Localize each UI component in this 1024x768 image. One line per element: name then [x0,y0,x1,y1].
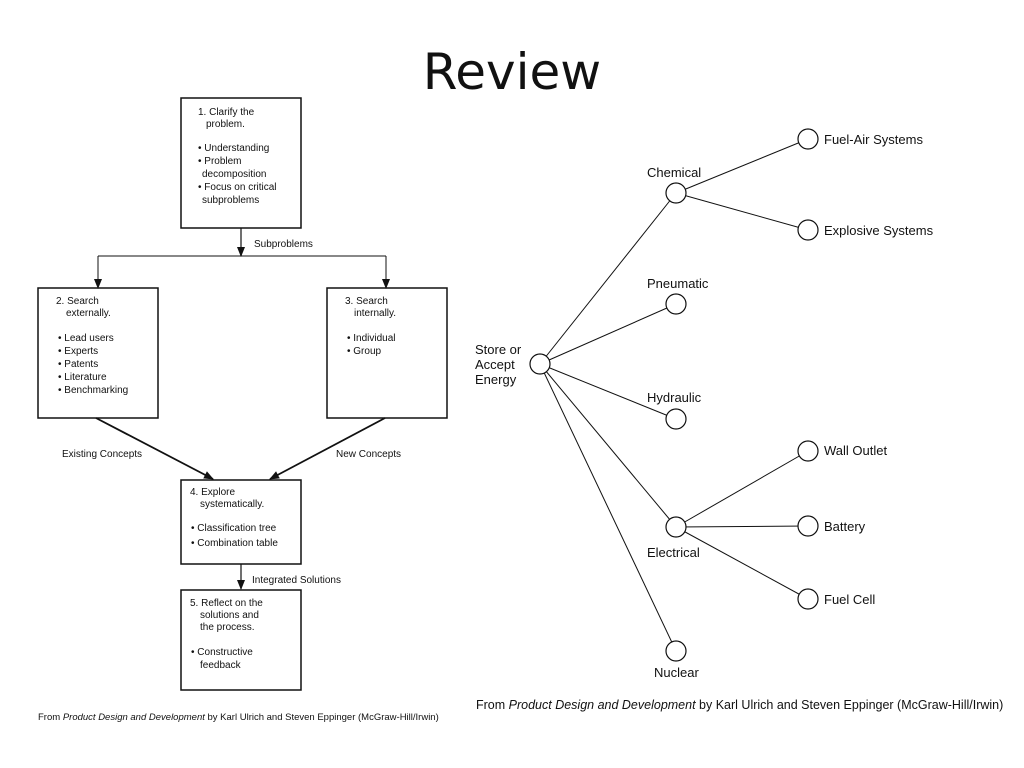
connector-existing-concepts [95,417,214,480]
box3-text: 3. Search internally. • Individual • Gro… [345,296,399,357]
connector-new-concepts [269,417,386,480]
caption-book-title: Product Design and Development [62,712,205,723]
node-electrical [665,516,687,538]
label-integrated-solutions: Integrated Solutions [252,575,341,586]
node-hydraulic [665,408,687,430]
box1-text: 1. Clarify the problem. • Understanding … [198,107,279,206]
node-fuel-cell [797,588,819,610]
edge-electrical-wall-outlet [675,450,809,528]
caption-suffix: by Karl Ulrich and Steven Eppinger (McGr… [204,712,439,723]
label-wall-outlet: Wall Outlet [824,443,887,458]
edge-chemical-explosive [675,192,809,231]
node-wall-outlet [797,440,819,462]
flowchart-caption: From Product Design and Development by K… [38,712,439,723]
box4-text: 4. Explore systematically. • Classificat… [190,487,279,549]
caption-prefix: From [476,698,509,712]
node-fuel-air [797,128,819,150]
label-existing-concepts: Existing Concepts [62,449,142,460]
label-hydraulic: Hydraulic [647,390,702,405]
box2-text: 2. Search externally. • Lead users • Exp… [56,296,128,396]
node-nuclear [665,640,687,662]
label-explosive: Explosive Systems [824,223,934,238]
edge-root-chemical [539,192,677,365]
box5-text: 5. Reflect on the solutions and the proc… [190,598,266,671]
edge-root-pneumatic [539,303,677,365]
node-pneumatic [665,293,687,315]
node-explosive [797,219,819,241]
label-battery: Battery [824,519,866,534]
box-search-internally [326,287,448,419]
classification-tree: Store or Accept Energy Chemical Fuel-Air… [475,128,934,680]
edge-root-hydraulic [539,363,677,420]
caption-suffix: by Karl Ulrich and Steven Eppinger (McGr… [695,698,1004,712]
tree-caption: From Product Design and Development by K… [476,698,1003,712]
label-subproblems: Subproblems [254,239,313,250]
box-clarify-problem [180,97,302,229]
label-chemical: Chemical [647,165,701,180]
label-new-concepts: New Concepts [336,449,401,460]
edge-root-nuclear [539,363,677,652]
edge-root-electrical [539,363,677,528]
label-electrical: Electrical [647,545,700,560]
label-fuel-air: Fuel-Air Systems [824,132,923,147]
label-pneumatic: Pneumatic [647,276,709,291]
node-root [529,353,551,375]
label-fuel-cell: Fuel Cell [824,592,875,607]
label-root: Store or Accept Energy [475,342,525,387]
node-chemical [665,182,687,204]
slide-title: Review [422,43,602,101]
label-nuclear: Nuclear [654,665,699,680]
caption-book-title: Product Design and Development [508,698,696,712]
edge-electrical-battery [675,525,809,528]
box-reflect [180,589,302,691]
flowchart: 1. Clarify the problem. • Understanding … [37,97,448,691]
caption-prefix: From [38,712,63,723]
node-battery [797,515,819,537]
edge-chemical-fuel-air [675,138,809,194]
edge-electrical-fuel-cell [675,526,809,600]
